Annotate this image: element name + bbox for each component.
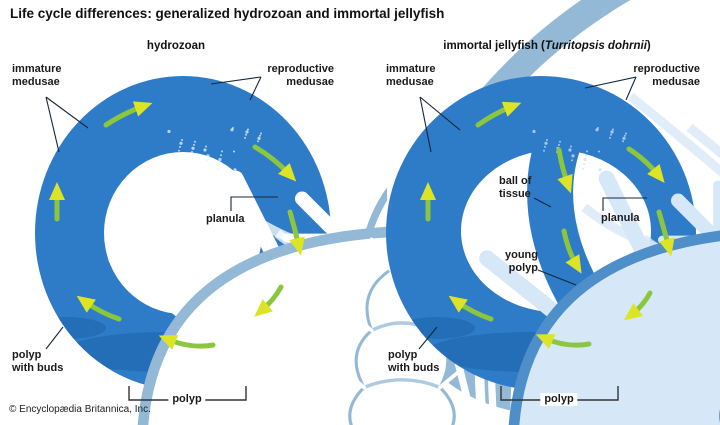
- arrow: [448, 295, 494, 322]
- arrow: [623, 290, 653, 321]
- copyright-credit: © Encyclopædia Britannica, Inc.: [9, 404, 151, 415]
- arrow: [254, 284, 284, 317]
- cycle-arrows-right: [420, 101, 675, 349]
- label-immature-medusae-right: immature medusae: [386, 63, 436, 88]
- subtitle-suffix: ): [646, 40, 651, 52]
- arrow: [158, 335, 216, 350]
- arrow: [656, 209, 675, 257]
- arrow: [103, 101, 153, 128]
- subtitle-prefix: immortal jellyfish (: [443, 40, 545, 52]
- label-ball-of-tissue: ball of tissue: [499, 175, 532, 200]
- label-planula-left: planula: [206, 213, 245, 225]
- egg-speckles-left: [167, 127, 262, 172]
- arrow: [626, 146, 665, 183]
- label-reproductive-medusae-left: reproductive medusae: [267, 63, 334, 88]
- label-polyp-with-buds-left: polyp with buds: [12, 349, 64, 374]
- arrow: [287, 209, 305, 256]
- label-planula-right: planula: [601, 212, 640, 224]
- arrow: [475, 101, 522, 128]
- arrow: [252, 144, 297, 182]
- subtitle-hydrozoan: hydrozoan: [146, 40, 206, 52]
- arrow-shortcut: [561, 228, 582, 274]
- species-name: Turritopsis dohrnii: [544, 40, 647, 52]
- label-pointer-lines: [45, 76, 647, 350]
- arrow-shortcut: [556, 147, 573, 194]
- diagram-title: Life cycle differences: generalized hydr…: [10, 6, 445, 21]
- label-reproductive-medusae-right: reproductive medusae: [633, 63, 700, 88]
- hydrozoan-ring: [35, 0, 720, 425]
- label-polyp-right: polyp: [540, 393, 578, 406]
- arrow: [535, 334, 592, 349]
- label-polyp-with-buds-right: polyp with buds: [388, 349, 440, 374]
- cycle-arrows-left: [49, 101, 305, 350]
- transdifferentiation-band: [527, 129, 606, 319]
- immortal-jellyfish-ring: [386, 0, 720, 425]
- arrow: [76, 295, 122, 322]
- label-young-polyp: young polyp: [505, 249, 538, 274]
- subtitle-immortal-jellyfish: immortal jellyfish (Turritopsis dohrnii): [397, 40, 697, 52]
- label-polyp-left: polyp: [168, 393, 206, 406]
- label-immature-medusae-left: immature medusae: [12, 63, 62, 88]
